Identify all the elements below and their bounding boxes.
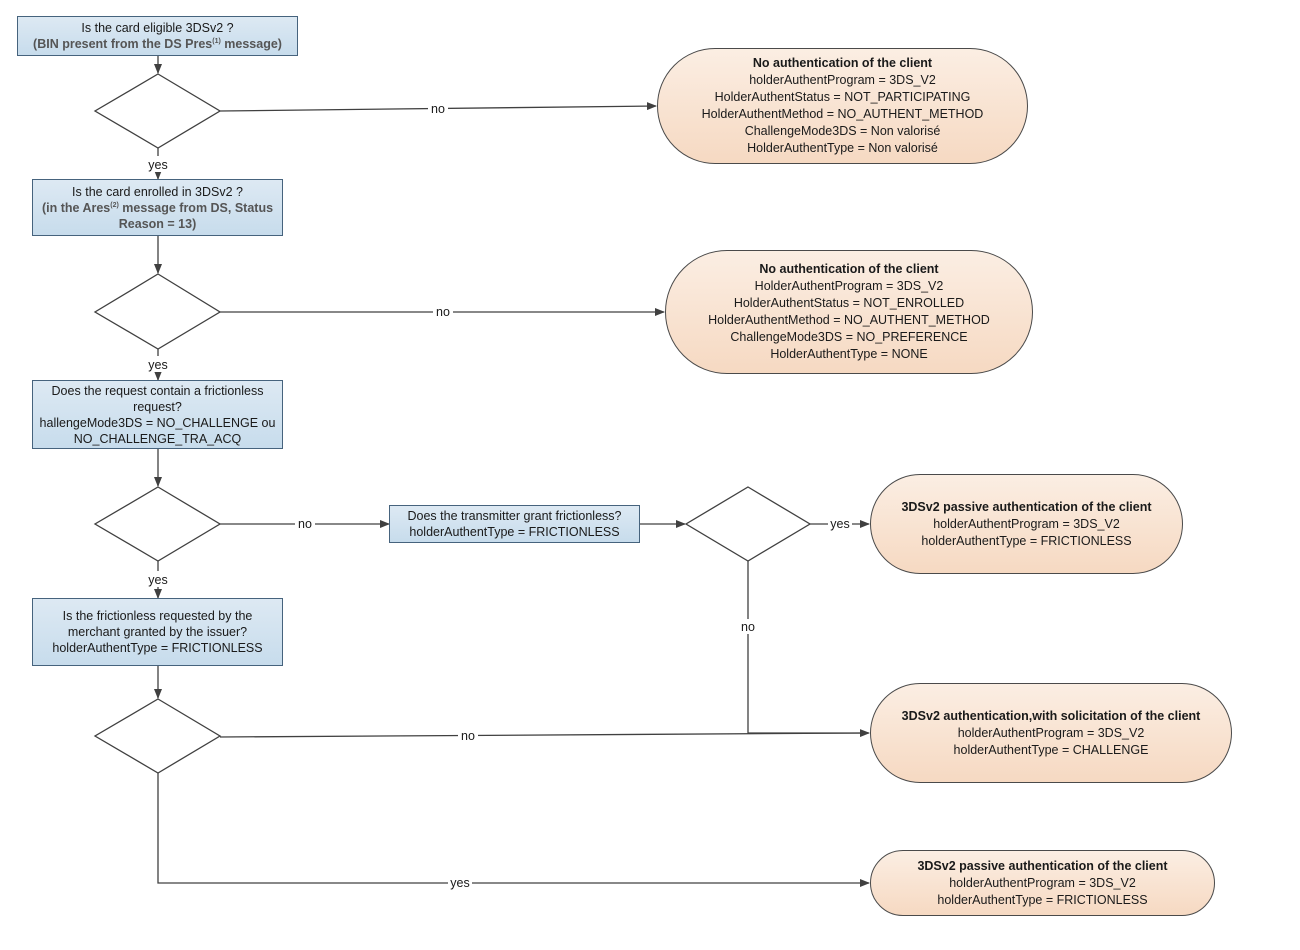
branch-label-yes: yes xyxy=(148,573,167,587)
result-line: ChallengeMode3DS = NO_PREFERENCE xyxy=(730,330,968,344)
result-line: holderAuthentType = FRICTIONLESS xyxy=(937,892,1148,907)
result-title: No authentication of the client xyxy=(759,262,939,276)
question-subtext: message) xyxy=(220,37,282,51)
question-text: holderAuthentType = FRICTIONLESS xyxy=(409,525,620,539)
result-line: ChallengeMode3DS = Non valorisé xyxy=(744,124,941,138)
question-frictionless-granted: Is the frictionless requested by the mer… xyxy=(32,598,283,666)
result-line: HolderAuthentMethod = NO_AUTHENT_METHOD xyxy=(708,313,990,327)
result-line: holderAuthentType = FRICTIONLESS xyxy=(921,533,1132,548)
result-title: No authentication of the client xyxy=(752,56,933,70)
question-text: request? xyxy=(133,399,182,414)
result-not-participating: No authentication of the client holderAu… xyxy=(657,48,1028,164)
connector xyxy=(747,561,868,734)
decision-diamond-4 xyxy=(93,698,222,774)
result-title: 3DSv2 passive authentication of the clie… xyxy=(901,499,1152,514)
branch-label-no: no xyxy=(431,102,445,116)
footnote-marker: (1) xyxy=(212,37,221,45)
connector xyxy=(219,729,870,738)
result-passive-auth-final: 3DSv2 passive authentication of the clie… xyxy=(870,850,1215,916)
question-text: hallengeMode3DS = NO_CHALLENGE ou xyxy=(39,415,276,430)
result-line: HolderAuthentStatus = NOT_ENROLLED xyxy=(733,296,965,310)
result-passive-auth: 3DSv2 passive authentication of the clie… xyxy=(870,474,1183,574)
connector xyxy=(157,773,870,887)
branch-label-no: no xyxy=(298,517,312,531)
decision-diamond-3 xyxy=(93,486,222,562)
result-line: HolderAuthentType = NONE xyxy=(770,347,928,361)
result-title: 3DSv2 passive authentication of the clie… xyxy=(917,858,1168,873)
result-line: holderAuthentProgram = 3DS_V2 xyxy=(957,725,1145,740)
result-line: HolderAuthentStatus = NOT_PARTICIPATING xyxy=(714,90,971,104)
decision-diamond-1 xyxy=(93,73,222,149)
branch-label-no: no xyxy=(436,305,450,319)
result-challenge-auth: 3DSv2 authentication,with solicitation o… xyxy=(870,683,1232,783)
question-text: holderAuthentType = FRICTIONLESS xyxy=(52,641,263,655)
result-line: holderAuthentProgram = 3DS_V2 xyxy=(933,516,1120,531)
branch-label-no: no xyxy=(741,620,755,634)
result-line: HolderAuthentProgram = 3DS_V2 xyxy=(754,279,944,293)
question-text: Does the transmitter grant frictionless? xyxy=(407,509,622,523)
question-card-eligible: Is the card eligible 3DSv2 ? (BIN presen… xyxy=(17,16,298,56)
question-subtext: (in the Ares xyxy=(41,200,111,215)
branch-label-yes: yes xyxy=(148,358,167,372)
result-line: holderAuthentProgram = 3DS_V2 xyxy=(949,875,1136,890)
branch-label-yes: yes xyxy=(148,158,167,172)
question-text: Does the request contain a frictionless xyxy=(51,383,264,398)
question-text: merchant granted by the issuer? xyxy=(67,625,248,639)
question-text: Is the card eligible 3DSv2 ? xyxy=(81,21,234,35)
footnote-marker: (2) xyxy=(110,201,119,209)
question-text: Is the card enrolled in 3DSv2 ? xyxy=(72,184,243,199)
branch-label-yes: yes xyxy=(450,876,469,890)
question-subtext: message from DS, Status xyxy=(118,200,274,215)
branch-label-no: no xyxy=(461,729,475,743)
question-subtext: (BIN present from the DS Pres xyxy=(33,37,213,51)
result-title: 3DSv2 authentication,with solicitation o… xyxy=(901,708,1201,723)
question-text: NO_CHALLENGE_TRA_ACQ xyxy=(73,431,242,446)
question-transmitter-grant: Does the transmitter grant frictionless?… xyxy=(389,505,640,543)
question-card-enrolled: Is the card enrolled in 3DSv2 ? (in the … xyxy=(32,179,283,236)
result-line: holderAuthentType = CHALLENGE xyxy=(953,742,1149,757)
result-line: HolderAuthentType = Non valorisé xyxy=(747,141,938,155)
decision-diamond-3b xyxy=(684,486,812,562)
question-subtext: Reason = 13) xyxy=(118,216,197,231)
question-text: Is the frictionless requested by the xyxy=(62,609,253,623)
result-line: holderAuthentProgram = 3DS_V2 xyxy=(749,73,936,87)
result-not-enrolled: No authentication of the client HolderAu… xyxy=(665,250,1033,374)
decision-diamond-2 xyxy=(93,273,222,350)
branch-label-yes: yes xyxy=(830,517,849,531)
result-line: HolderAuthentMethod = NO_AUTHENT_METHOD xyxy=(701,107,984,121)
question-frictionless-request: Does the request contain a frictionless … xyxy=(32,380,283,449)
